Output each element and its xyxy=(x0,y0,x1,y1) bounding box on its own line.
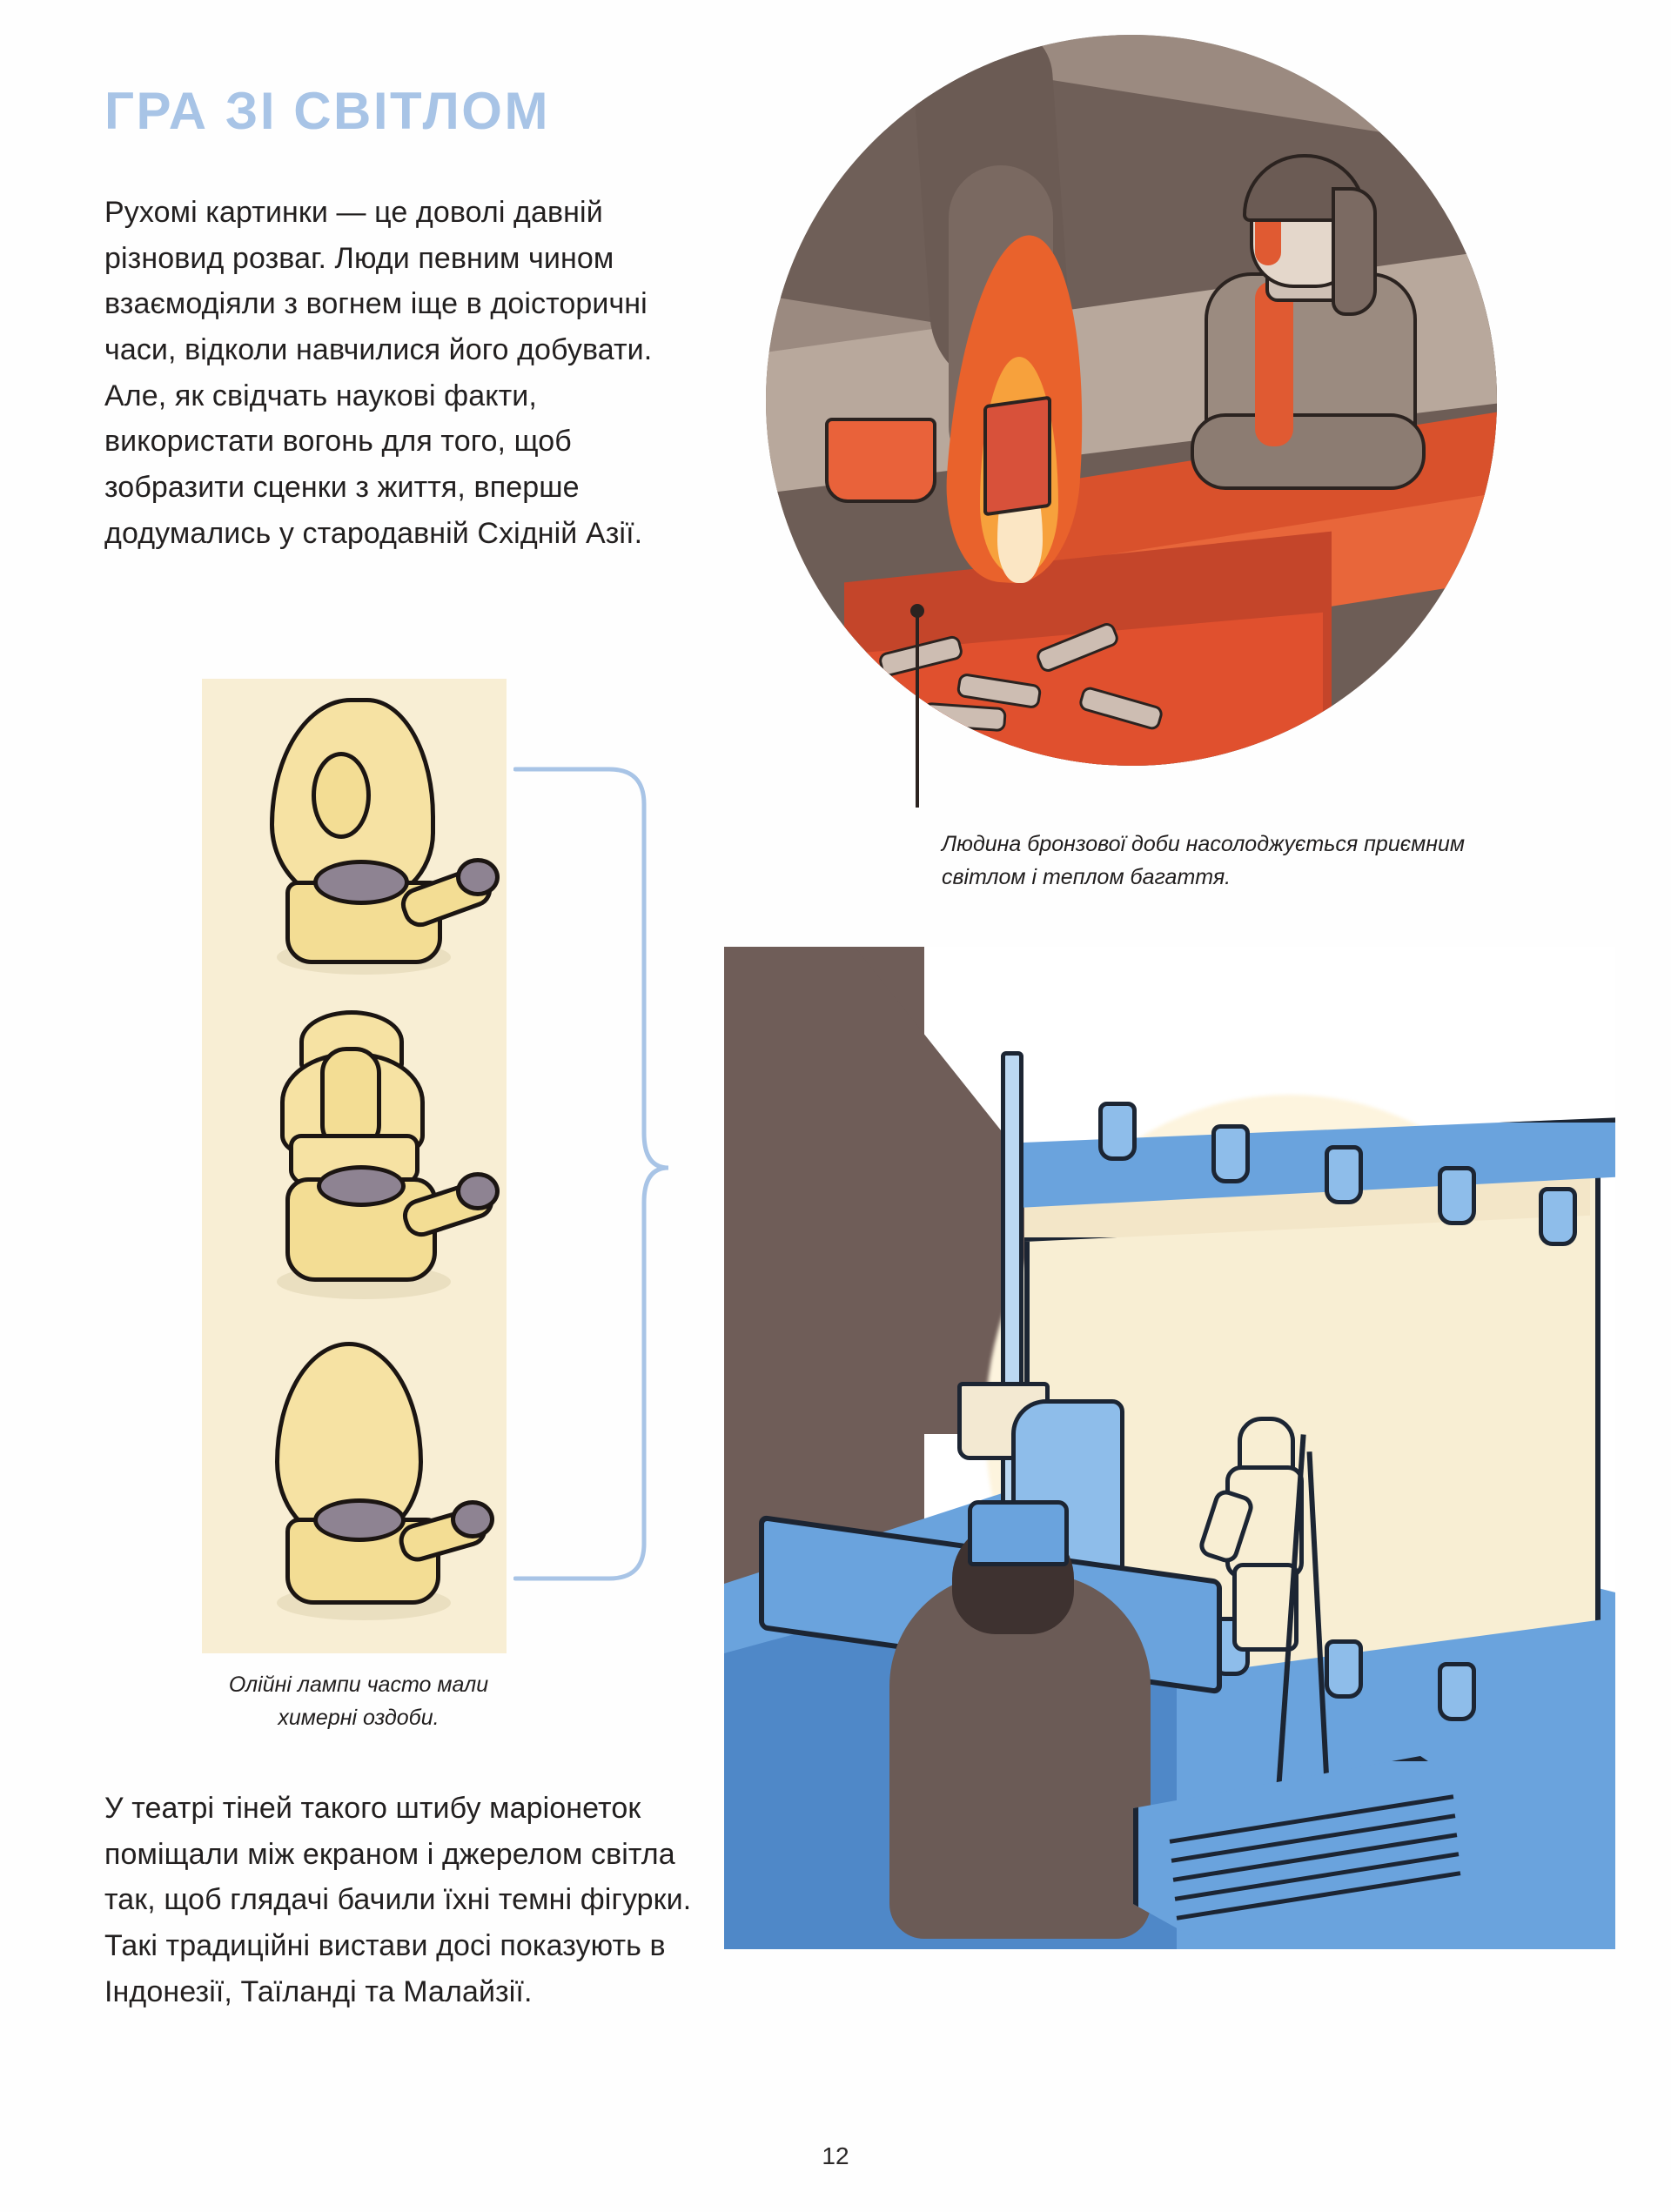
caption-leader-line xyxy=(916,609,919,808)
screen-hook xyxy=(1539,1187,1577,1246)
lamp-wick-bowl xyxy=(313,1498,406,1542)
bracket-path xyxy=(513,767,669,1581)
lamp-wick-bowl xyxy=(313,860,409,905)
screen-hook-lower xyxy=(1438,1662,1476,1721)
oil-lamp-3 xyxy=(202,1328,507,1652)
page-number: 12 xyxy=(822,2142,849,2169)
lamp-group-bracket xyxy=(513,759,670,1594)
puppeteer-hat xyxy=(968,1500,1069,1566)
log xyxy=(1034,620,1121,674)
screen-hook xyxy=(1098,1102,1137,1161)
page-title: ГРА ЗІ СВІТЛОМ xyxy=(104,82,550,140)
person-legs xyxy=(1191,413,1426,490)
shadow-puppet-figure xyxy=(1196,1417,1307,1652)
log xyxy=(877,633,964,679)
oil-lamp-2 xyxy=(202,1003,507,1328)
intro-paragraph: Рухомі картинки — це доволі давній різно… xyxy=(104,196,653,550)
stone-block xyxy=(983,395,1051,517)
puppeteer-body xyxy=(889,1573,1151,1939)
screen-hook xyxy=(1211,1124,1250,1183)
fire-scene-circle xyxy=(766,35,1497,766)
lamp-spout-tip xyxy=(456,858,500,896)
oil-lamp-1 xyxy=(202,679,507,1003)
fire-scene-illustration xyxy=(696,9,1497,774)
log xyxy=(1077,685,1164,732)
lamp-wick-bowl xyxy=(317,1165,406,1207)
oil-lamps-caption: Олійні лампи часто мали химерні оздоби. xyxy=(228,1672,489,1730)
firewood-pile xyxy=(870,583,1236,740)
log xyxy=(956,672,1043,710)
shadow-theatre-illustration xyxy=(724,947,1615,1949)
lamp-spout-tip xyxy=(451,1500,494,1538)
closing-paragraph: У театрі тіней такого штибу маріонеток п… xyxy=(104,1792,692,2008)
fire-scene-caption: Людина бронзової доби насолоджується при… xyxy=(942,832,1466,889)
lamp-spout-tip xyxy=(456,1172,500,1210)
person-torso-firelight xyxy=(1255,281,1293,446)
screen-hook xyxy=(1438,1166,1476,1225)
person-hair-side xyxy=(1332,187,1377,316)
screen-hook xyxy=(1325,1145,1363,1204)
lamp-flame-eye xyxy=(312,752,371,839)
screen-hook-lower xyxy=(1325,1639,1363,1699)
log xyxy=(922,701,1007,733)
clay-pot xyxy=(825,418,936,503)
oil-lamps-panel xyxy=(202,679,507,1653)
bronze-age-person xyxy=(1175,154,1436,509)
